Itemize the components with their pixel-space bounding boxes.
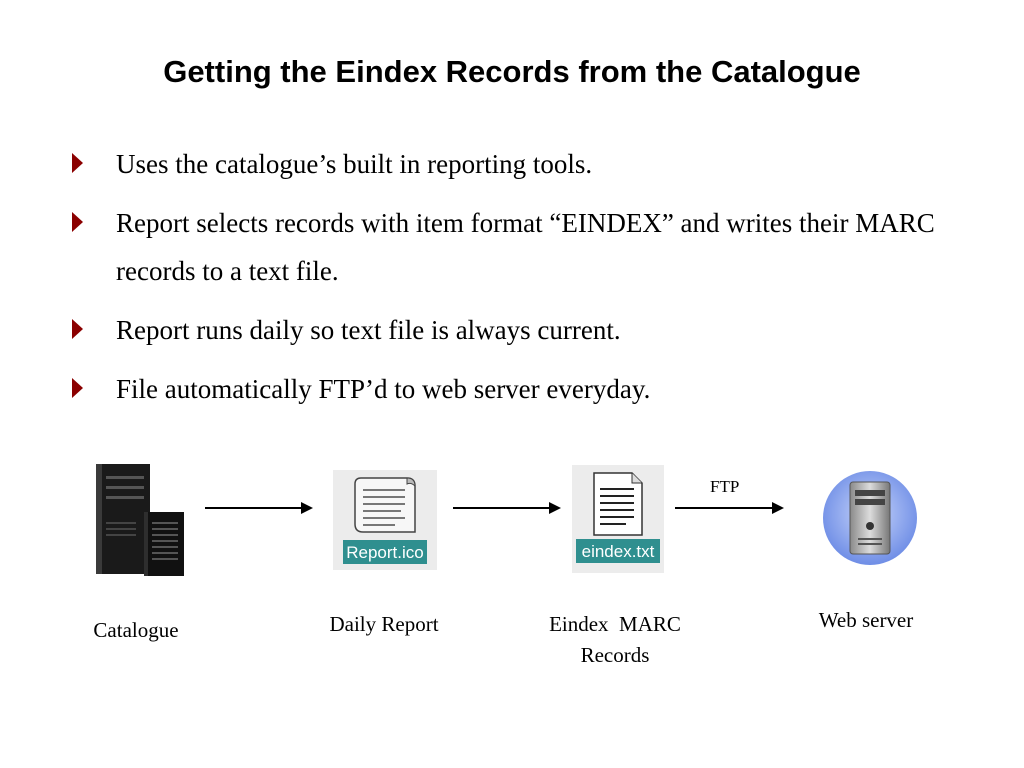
web-server-icon [820,468,920,568]
bullet-text: Report runs daily so text file is always… [116,315,621,345]
bullet-text: Report selects records with item format … [116,208,935,286]
arrow-catalogue-to-report [205,502,313,514]
bullet-list: Uses the catalogue’s built in reporting … [72,140,972,424]
eindex-records-label: Eindex MARC Records [520,609,710,671]
arrow-report-to-eindex [453,502,561,514]
bullet-item: Report selects records with item format … [72,199,972,295]
ftp-label: FTP [710,477,740,496]
bullet-triangle-icon [72,153,83,173]
slide-title: Getting the Eindex Records from the Cata… [163,54,861,89]
catalogue-label: Catalogue [93,618,179,642]
bullet-triangle-icon [72,378,83,398]
eindex-icon-filename: eindex.txt [582,542,655,561]
web-server-label: Web server [818,608,914,632]
daily-report-label: Daily Report [329,612,439,636]
bullet-item: File automatically FTP’d to web server e… [72,365,972,413]
report-icon-filename: Report.ico [346,543,423,562]
bullet-triangle-icon [72,319,83,339]
bullet-text: Uses the catalogue’s built in reporting … [116,149,593,179]
arrow-eindex-to-webserver [675,502,784,514]
bullet-text: File automatically FTP’d to web server e… [116,374,651,404]
catalogue-server-icon [92,462,186,580]
bullet-item: Uses the catalogue’s built in reporting … [72,140,972,188]
report-file-icon: Report.ico [333,470,437,570]
bullet-triangle-icon [72,212,83,232]
eindex-text-file-icon: eindex.txt [572,465,664,573]
eindex-label-line2: Records [580,643,650,667]
bullet-item: Report runs daily so text file is always… [72,306,972,354]
eindex-label-line1: Eindex MARC [549,612,681,636]
